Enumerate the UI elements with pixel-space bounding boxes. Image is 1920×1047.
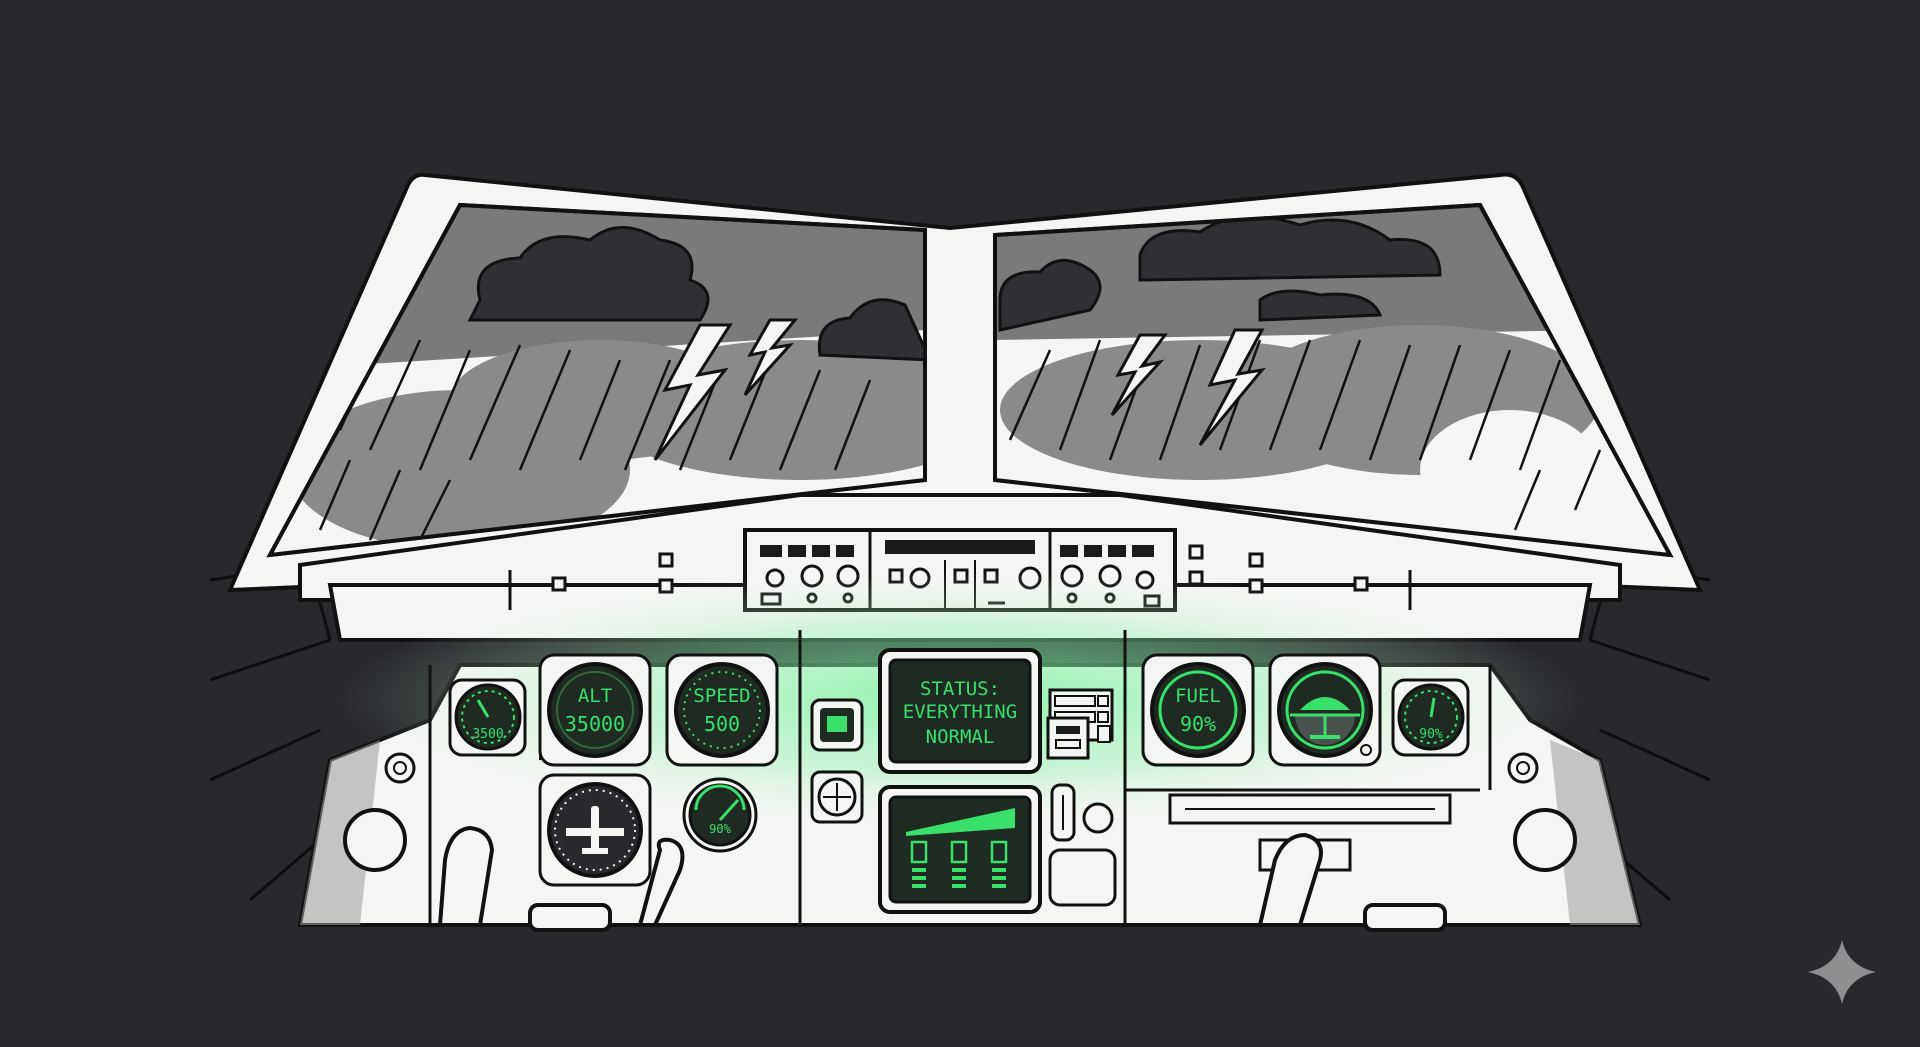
- fuel-label: FUEL: [1175, 685, 1221, 707]
- airspeed-value: 500: [704, 712, 740, 736]
- sparkle-icon: [1808, 940, 1876, 1004]
- heading-gauge: [538, 773, 652, 887]
- air-vent[interactable]: [1513, 808, 1577, 872]
- lightning-bolt: [743, 318, 799, 397]
- airspeed-gauge: SPEED 500: [665, 653, 779, 767]
- fuel-gauge: FUEL 90%: [1141, 653, 1255, 767]
- right-yoke[interactable]: [1257, 832, 1323, 927]
- status-line-1: STATUS:: [920, 678, 1000, 700]
- fuel-value: 90%: [1180, 712, 1216, 736]
- lightning-bolt: [1110, 333, 1168, 417]
- status-line-3: NORMAL: [926, 726, 995, 748]
- airplane-icon: [566, 806, 624, 854]
- air-vent[interactable]: [343, 808, 407, 872]
- lightning-bolt: [653, 323, 733, 461]
- compass-icon: [810, 770, 864, 824]
- right-windshield-pane: [993, 202, 1674, 558]
- engine-display: [878, 785, 1042, 914]
- altimeter-gauge: ALT 35000: [538, 653, 652, 767]
- status-display: STATUS: EVERYTHING NORMAL: [878, 648, 1042, 774]
- lower-small-gauge: 90%: [682, 777, 758, 853]
- lever-slot[interactable]: [1048, 783, 1117, 907]
- airspeed-label: SPEED: [693, 685, 750, 707]
- left-yoke[interactable]: [437, 825, 1447, 932]
- attitude-indicator: [1268, 653, 1382, 767]
- status-line-2: EVERYTHING: [903, 701, 1017, 723]
- standby-display-button[interactable]: [810, 698, 864, 752]
- lightning-bolt: [1198, 328, 1266, 446]
- altimeter-value: 35000: [565, 712, 625, 736]
- right-gauge-readout: 90%: [1419, 727, 1443, 742]
- switch-cluster[interactable]: [1046, 688, 1114, 760]
- right-small-gauge: 90%: [1391, 678, 1470, 757]
- lower-gauge-readout: 90%: [709, 822, 731, 836]
- vsi-readout: 3500: [472, 727, 503, 742]
- altimeter-label: ALT: [578, 685, 612, 707]
- vsi-gauge: 3500: [448, 678, 527, 757]
